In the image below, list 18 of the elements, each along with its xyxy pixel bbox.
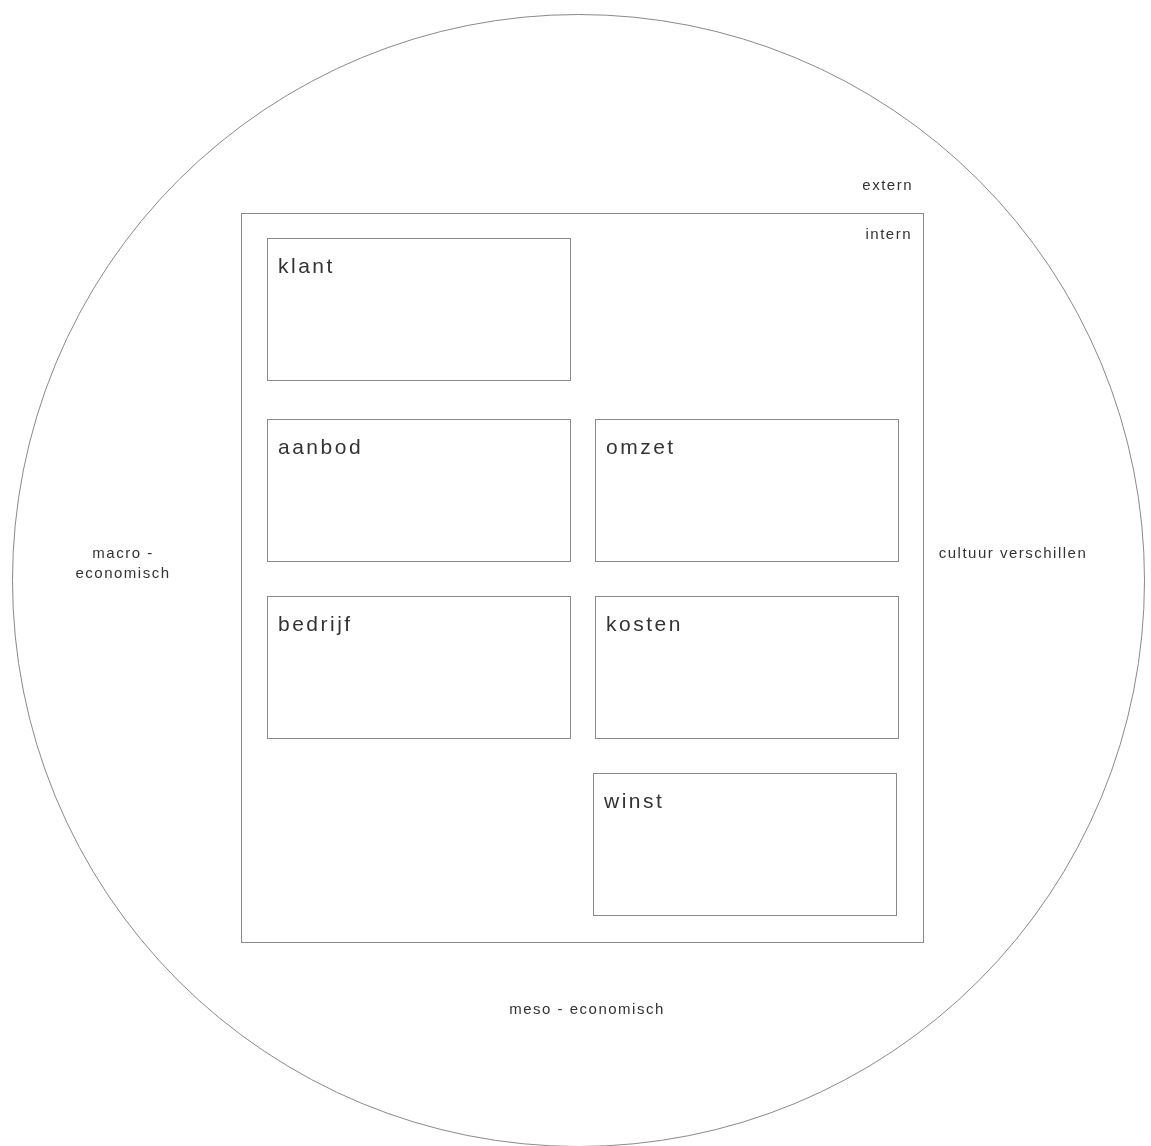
category-box bbox=[595, 419, 899, 562]
region-label: macro - economisch bbox=[74, 543, 172, 583]
region-label: meso - economisch bbox=[508, 999, 666, 1019]
category-box bbox=[267, 419, 571, 562]
category-box bbox=[593, 773, 897, 916]
region-label: intern bbox=[864, 224, 912, 244]
box-title: winst bbox=[604, 789, 665, 813]
category-box bbox=[267, 238, 571, 381]
box-title: kosten bbox=[606, 612, 683, 636]
box-title: omzet bbox=[606, 435, 676, 459]
box-title: klant bbox=[278, 254, 335, 278]
region-label: cultuur verschillen bbox=[937, 543, 1089, 563]
category-box bbox=[267, 596, 571, 739]
category-box bbox=[595, 596, 899, 739]
box-title: aanbod bbox=[278, 435, 364, 459]
inner-frame bbox=[241, 213, 924, 943]
box-title: bedrijf bbox=[278, 612, 353, 636]
region-label: extern bbox=[861, 175, 913, 195]
